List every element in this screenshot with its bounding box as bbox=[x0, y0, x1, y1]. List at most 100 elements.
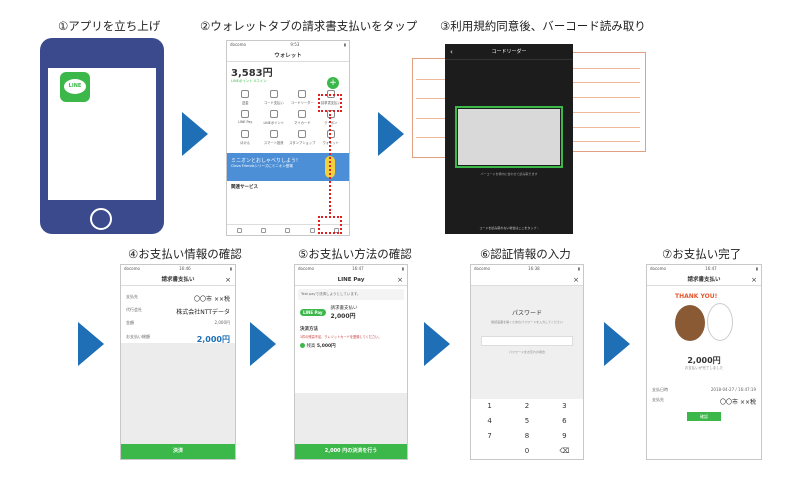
close-icon[interactable]: × bbox=[751, 276, 757, 284]
tab-timeline-icon[interactable] bbox=[285, 227, 291, 233]
close-icon[interactable]: × bbox=[225, 276, 231, 284]
back-chevron-icon[interactable]: ‹ bbox=[450, 48, 453, 56]
stamp-icon bbox=[298, 130, 307, 138]
wallet-screen: docomo 9:53 ▮ ウォレット 3,583円 LINEポイント 0コイン… bbox=[226, 40, 350, 236]
manual-entry-link[interactable]: コードを読み取れない場合はここをタップ › bbox=[479, 226, 539, 230]
charge-plus-button[interactable]: + bbox=[327, 77, 339, 89]
cony-bunny-icon bbox=[707, 303, 733, 341]
merchant-notice: Test payで決済しようとしています。 bbox=[298, 289, 404, 300]
caption-step-6: ⑥認証情報の入力 bbox=[480, 247, 571, 261]
arrow-right-icon bbox=[424, 322, 450, 366]
menu-item-code-pay[interactable]: コード支払い bbox=[261, 90, 288, 107]
carrier-label: docomo bbox=[650, 266, 666, 271]
balance-label: 残高 bbox=[306, 344, 316, 349]
close-icon[interactable]: × bbox=[397, 276, 403, 284]
carrier-label: docomo bbox=[230, 42, 246, 47]
total-amount: 2,000円 bbox=[196, 335, 230, 344]
key-7[interactable]: 7 bbox=[487, 432, 492, 440]
key-delete[interactable]: ⌫ bbox=[559, 447, 570, 455]
phone-screen: LINE bbox=[48, 68, 156, 200]
menu-item-invest[interactable]: スマート投資 bbox=[261, 130, 288, 147]
caption-step-1: ①アプリを立ち上げ bbox=[58, 19, 161, 33]
info-row: 支払先〇〇市 ××税 bbox=[126, 294, 230, 303]
menu-item-points[interactable]: LINEポイント bbox=[261, 110, 288, 127]
carrier-label: docomo bbox=[474, 266, 490, 271]
key-3[interactable]: 3 bbox=[562, 402, 567, 410]
pay-button[interactable]: 決済 bbox=[121, 444, 235, 459]
menu-item-insurance[interactable]: ほけん bbox=[232, 130, 259, 147]
wallet-balance: 3,583円 bbox=[231, 68, 273, 79]
tab-news-icon[interactable] bbox=[309, 227, 315, 233]
menu-item-send[interactable]: 送金 bbox=[232, 90, 259, 107]
arrow-right-icon bbox=[378, 112, 404, 156]
balance-option[interactable]: 残高 5,000円 bbox=[295, 340, 407, 352]
complete-header: 請求書支払い× bbox=[647, 274, 761, 286]
key-9[interactable]: 9 bbox=[562, 432, 567, 440]
menu-item-my-card[interactable]: マイカード bbox=[289, 110, 316, 127]
caption-step-2: ②ウォレットタブの請求書支払いをタップ bbox=[200, 19, 418, 33]
confirm-payment-button[interactable]: 2,000 円の決済を行う bbox=[295, 444, 407, 459]
key-5[interactable]: 5 bbox=[524, 417, 530, 425]
password-input[interactable] bbox=[481, 336, 573, 346]
thank-you-illustration: THANK YOU! bbox=[667, 291, 743, 351]
caption-step-4: ④お支払い情報の確認 bbox=[128, 247, 242, 261]
close-icon[interactable]: × bbox=[573, 276, 579, 284]
menu-item-code-reader[interactable]: コードリーダー bbox=[289, 90, 316, 107]
key-4[interactable]: 4 bbox=[487, 417, 492, 425]
line-pay-header: LINE Pay × bbox=[295, 274, 407, 286]
brown-bear-icon bbox=[675, 305, 705, 341]
code-reader-screen: ‹ コードリーダー バーコードを枠内に合わせて読み取ります コードを読み取れない… bbox=[445, 44, 573, 234]
arrow-right-icon bbox=[78, 322, 104, 366]
payee-name: 請求書支払い bbox=[330, 306, 358, 311]
tab-home-icon[interactable] bbox=[236, 227, 242, 233]
card-icon bbox=[241, 110, 250, 118]
scanned-paper bbox=[458, 109, 560, 165]
wallet-header: ウォレット bbox=[227, 50, 349, 62]
confirm-button[interactable]: 確認 bbox=[687, 412, 721, 421]
password-title: パスワード bbox=[511, 310, 542, 317]
info-row: 代行会社株式会社NTTデータ bbox=[126, 307, 230, 316]
key-6[interactable]: 6 bbox=[562, 417, 567, 425]
status-time: 16:46 bbox=[179, 266, 191, 271]
line-pay-title: LINE Pay bbox=[337, 277, 365, 283]
battery-icon: ▮ bbox=[229, 266, 232, 271]
smartphone-illustration: LINE bbox=[40, 38, 164, 234]
wallet-title: ウォレット bbox=[274, 53, 302, 59]
key-8[interactable]: 8 bbox=[524, 432, 530, 440]
status-bar: docomo 16:46 ▮ bbox=[121, 265, 235, 274]
caption-step-7: ⑦お支払い完了 bbox=[662, 247, 742, 261]
scan-icon bbox=[298, 90, 307, 98]
related-services-label: 関連サービス bbox=[231, 185, 258, 190]
status-time: 16:47 bbox=[705, 266, 717, 271]
invest-icon bbox=[269, 130, 278, 138]
key-2[interactable]: 2 bbox=[524, 402, 530, 410]
arrow-right-icon bbox=[250, 322, 276, 366]
key-0[interactable]: 0 bbox=[524, 447, 530, 455]
menu-item-stamp-shop[interactable]: スタンプショップ bbox=[289, 130, 316, 147]
forgot-password-link[interactable]: パスワードをお忘れの場合 bbox=[508, 350, 545, 354]
carrier-label: docomo bbox=[124, 266, 140, 271]
home-button-icon bbox=[90, 208, 112, 230]
heart-icon bbox=[241, 130, 250, 138]
status-time: 9:53 bbox=[290, 42, 300, 47]
key-1[interactable]: 1 bbox=[487, 402, 492, 410]
highlight-connector bbox=[329, 114, 331, 214]
line-app-icon[interactable]: LINE bbox=[60, 72, 90, 102]
payment-info-title: 請求書支払い bbox=[161, 277, 195, 283]
qr-icon bbox=[269, 90, 278, 98]
line-logo-text: LINE bbox=[64, 79, 86, 94]
menu-item-line-pay[interactable]: LINE Pay bbox=[232, 110, 259, 127]
tab-talk-icon[interactable] bbox=[261, 227, 267, 233]
caption-step-3: ③利用規約同意後、バーコード読み取り bbox=[440, 19, 646, 33]
complete-message: お支払いが完了しました bbox=[684, 366, 724, 370]
thank-you-text: THANK YOU! bbox=[675, 293, 718, 300]
code-reader-title: コードリーダー bbox=[491, 49, 527, 55]
invoice-document-right bbox=[560, 52, 646, 152]
